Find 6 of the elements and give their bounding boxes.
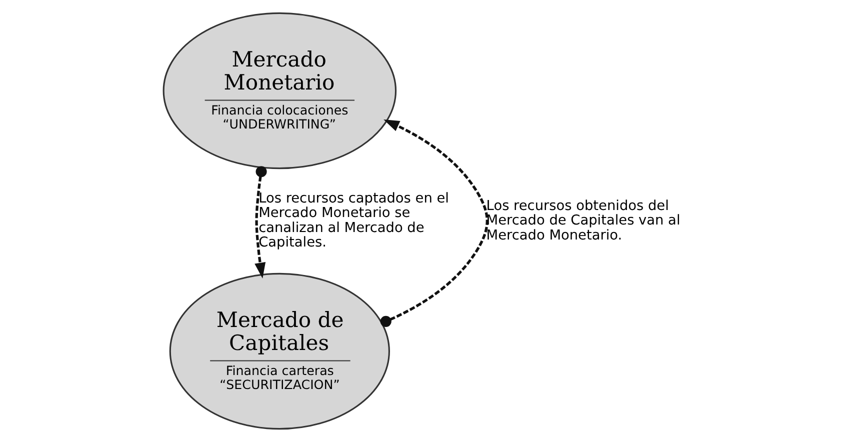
arrow <box>254 166 267 278</box>
edge-label: Los recursos obtenidos del Mercado de Capitales van al Mercado Monetario. <box>486 197 680 243</box>
arrow <box>380 118 488 326</box>
node-ellipse: Mercado Monetario Financia colocaciones “UNDERWRITING” <box>162 12 397 169</box>
node-ellipse: Mercado de Capitales Financia carteras “SECURITIZACION” <box>169 272 390 430</box>
edge-label: Los recursos captados en el Mercado Monetario se canalizan al Mercado de Capitales. <box>258 190 449 250</box>
